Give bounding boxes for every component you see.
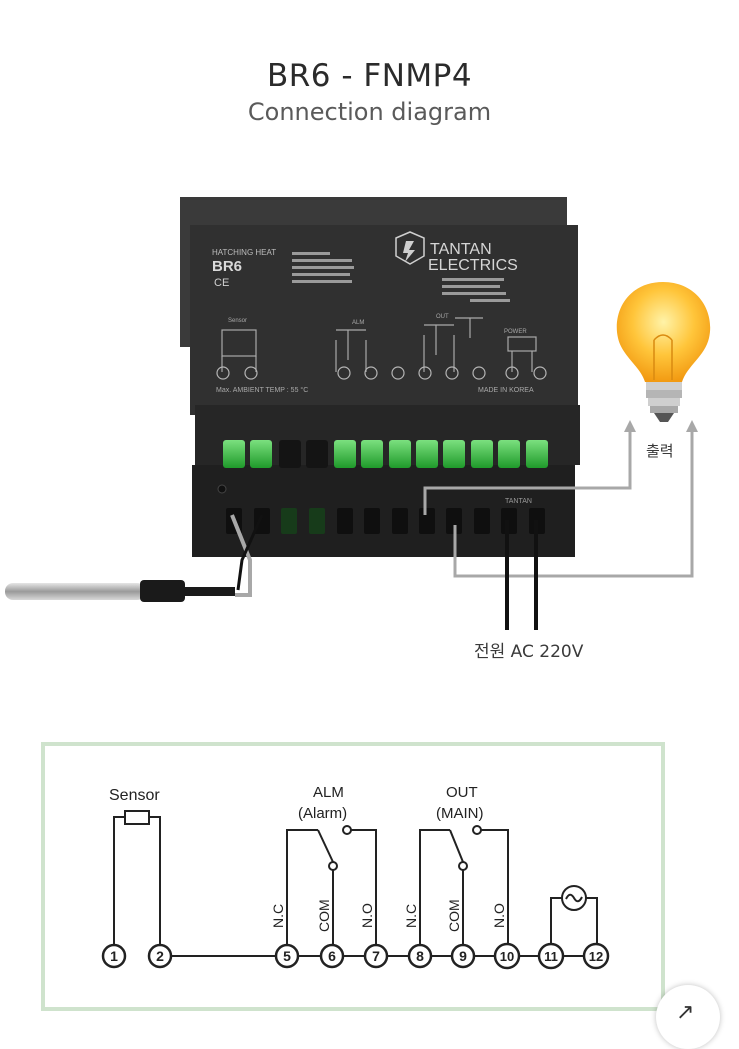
schematic-out-sub: (MAIN)	[436, 805, 484, 822]
output-arrow-2	[686, 420, 698, 432]
terminal-11	[537, 942, 565, 970]
device-out-label: OUT	[436, 314, 449, 320]
light-bulb-icon	[616, 282, 711, 422]
terminal-5	[274, 943, 300, 969]
terminal-caps	[223, 440, 548, 468]
probe-sleeve	[140, 580, 185, 602]
page: BR6 - FNMP4 Connection diagram	[5, 58, 711, 1024]
terminal-12	[582, 942, 610, 970]
sensor-element	[124, 810, 150, 825]
terminal-cap	[416, 440, 438, 468]
page-title: BR6 - FNMP4	[266, 58, 473, 94]
terminal-cap	[498, 440, 520, 468]
terminal-7	[363, 943, 389, 969]
terminal-2-label: 2	[156, 948, 164, 964]
device-mini-terminals	[216, 366, 547, 380]
sensor-wire-black	[236, 514, 264, 591]
device-ce: CE	[214, 277, 229, 289]
wiring-schematic: Sensor ALM (Alarm) OUT (MAIN)	[41, 742, 665, 1011]
connection-diagram: HATCHING HEAT BR6 CE TANTAN ELECTRICS	[5, 197, 711, 1011]
terminal-5-label: 5	[283, 948, 291, 964]
probe-metal-tip	[5, 583, 145, 600]
terminal-8-label: 8	[416, 948, 424, 964]
sensor-wire-gray	[230, 514, 252, 597]
brand-name-line2: ELECTRICS	[428, 257, 518, 274]
terminal-cap	[389, 440, 411, 468]
schematic-alm-sub: (Alarm)	[298, 805, 347, 822]
spec-text-lines	[292, 252, 510, 302]
terminal-6-label: 6	[328, 948, 336, 964]
brand-logo-icon	[395, 231, 425, 265]
ambient-note: Max. AMBIENT TEMP : 55 °C	[216, 386, 308, 394]
device-alm-label: ALM	[352, 320, 364, 326]
terminal-cap-empty	[306, 440, 328, 468]
terminal-9-label: 9	[459, 948, 467, 964]
device-lower-brand: TANTAN	[505, 498, 532, 505]
terminal-12-label: 12	[589, 949, 603, 964]
temperature-probe	[5, 580, 235, 602]
relay-label-alm-com: COM	[316, 899, 332, 932]
brand-logo: TANTAN ELECTRICS	[395, 231, 518, 274]
terminal-cap	[526, 440, 548, 468]
device-sensor-label: Sensor	[228, 318, 247, 324]
device-mini-schematic	[221, 317, 537, 372]
power-label: 전원 AC 220V	[474, 642, 584, 662]
schematic-alm-label: ALM	[313, 784, 344, 801]
terminal-10-label: 10	[500, 949, 514, 964]
terminal-cap	[443, 440, 465, 468]
terminal-10	[493, 942, 521, 970]
relay-label-out-no: N.O	[491, 903, 507, 928]
share-button[interactable]: ↗	[656, 985, 720, 1049]
output-wire-2	[453, 432, 694, 578]
relay-label-alm-no: N.O	[359, 903, 375, 928]
schematic-out-label: OUT	[446, 784, 478, 801]
output-wire-1	[423, 430, 632, 515]
terminal-7-label: 7	[372, 948, 380, 964]
page-subtitle: Connection diagram	[247, 98, 492, 126]
device-power-label: POWER	[504, 329, 527, 335]
share-icon: ↗	[676, 999, 695, 1024]
terminal-cap	[223, 440, 245, 468]
schematic-sensor-label: Sensor	[109, 787, 160, 804]
device-label-panel	[190, 225, 578, 415]
terminal-cap	[250, 440, 272, 468]
relay-label-alm-nc: N.C	[270, 904, 286, 928]
wiring: 전원 AC 220V 출력	[230, 420, 698, 662]
terminal-1	[101, 943, 127, 969]
terminal-cap	[471, 440, 493, 468]
relay-label-out-com: COM	[446, 899, 462, 932]
device-small-brand: HATCHING HEAT	[212, 248, 276, 257]
output-arrow-1	[624, 420, 636, 432]
terminal-1-label: 1	[110, 948, 118, 964]
terminal-8	[407, 943, 433, 969]
made-in-label: MADE IN KOREA	[478, 387, 534, 394]
terminal-cap	[334, 440, 356, 468]
device-screw	[217, 484, 227, 494]
schematic-border	[41, 742, 665, 1011]
terminal-11-label: 11	[544, 949, 558, 964]
controller-device: HATCHING HEAT BR6 CE TANTAN ELECTRICS	[180, 197, 580, 557]
terminal-9	[450, 943, 476, 969]
terminal-6	[319, 943, 345, 969]
device-model: BR6	[212, 258, 242, 275]
terminal-cap-empty	[279, 440, 301, 468]
terminal-cap	[361, 440, 383, 468]
brand-name: TANTAN	[430, 241, 492, 258]
probe-cable	[183, 587, 235, 596]
output-label: 출력	[646, 442, 674, 460]
schematic-terminals: 1 2 5 6 7 8 9 10 11 12	[101, 942, 610, 970]
terminal-2	[147, 943, 173, 969]
relay-label-out-nc: N.C	[403, 904, 419, 928]
